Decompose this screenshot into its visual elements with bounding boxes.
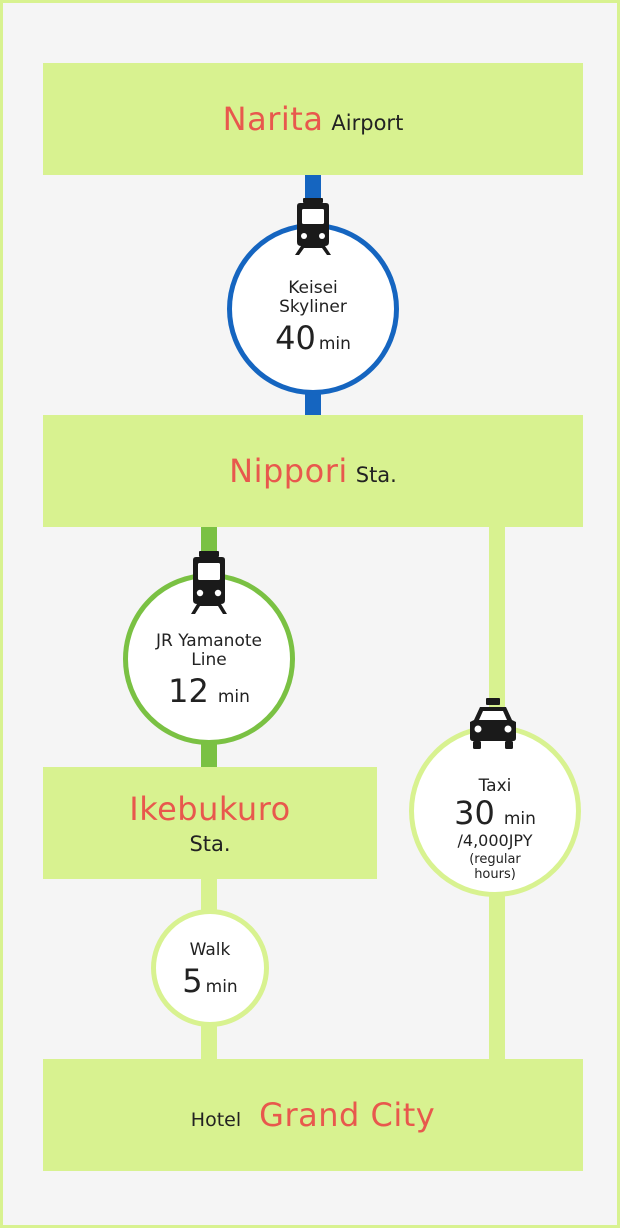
travel-time-value: 30 — [454, 793, 495, 832]
travel-time-unit: min — [503, 808, 536, 829]
route-taxi: Taxi 30 min /4,000JPY (regular hours) — [409, 725, 581, 897]
route-label: Walk — [189, 939, 231, 960]
travel-time-unit: min — [205, 976, 238, 997]
travel-time-value: 12 — [168, 672, 209, 710]
hotel-prefix: Hotel — [190, 1109, 242, 1131]
taxi-icon — [470, 698, 516, 749]
travel-time: 12 min — [168, 674, 250, 708]
station-ikebukuro: Ikebukuro Sta. — [43, 767, 377, 879]
route-label: Keisei — [288, 278, 338, 298]
hotel-name: Grand City — [259, 1096, 436, 1134]
travel-time-unit: min — [217, 687, 250, 707]
route-label: Line — [191, 650, 227, 670]
travel-time-value: 40 — [275, 319, 316, 357]
taxi-note: (regular — [469, 851, 521, 867]
taxi-note: hours) — [474, 866, 516, 882]
travel-time: 5 min — [182, 964, 237, 998]
travel-time-unit: min — [318, 334, 351, 354]
destination-hotel: Hotel Grand City — [43, 1059, 583, 1171]
train-icon — [191, 551, 227, 614]
station-nippori: Nippori Sta. — [43, 415, 583, 527]
travel-time-value: 5 — [182, 961, 203, 1000]
train-icon — [295, 198, 331, 255]
station-suffix: Sta. — [355, 463, 397, 487]
station-name: Nippori — [229, 452, 348, 490]
station-suffix: Sta. — [189, 832, 231, 856]
travel-time: 40 min — [275, 321, 351, 355]
route-walk: Walk 5 min — [151, 909, 269, 1027]
station-name: Narita — [222, 100, 324, 138]
station-narita-airport: Narita Airport — [43, 63, 583, 175]
station-suffix: Airport — [331, 111, 404, 135]
taxi-price: /4,000JPY — [457, 830, 533, 850]
route-label: JR Yamanote — [156, 631, 262, 651]
route-label: Taxi — [478, 775, 512, 796]
station-name: Ikebukuro — [129, 790, 291, 828]
travel-time: 30 min — [454, 796, 536, 830]
route-label: Skyliner — [279, 297, 347, 317]
